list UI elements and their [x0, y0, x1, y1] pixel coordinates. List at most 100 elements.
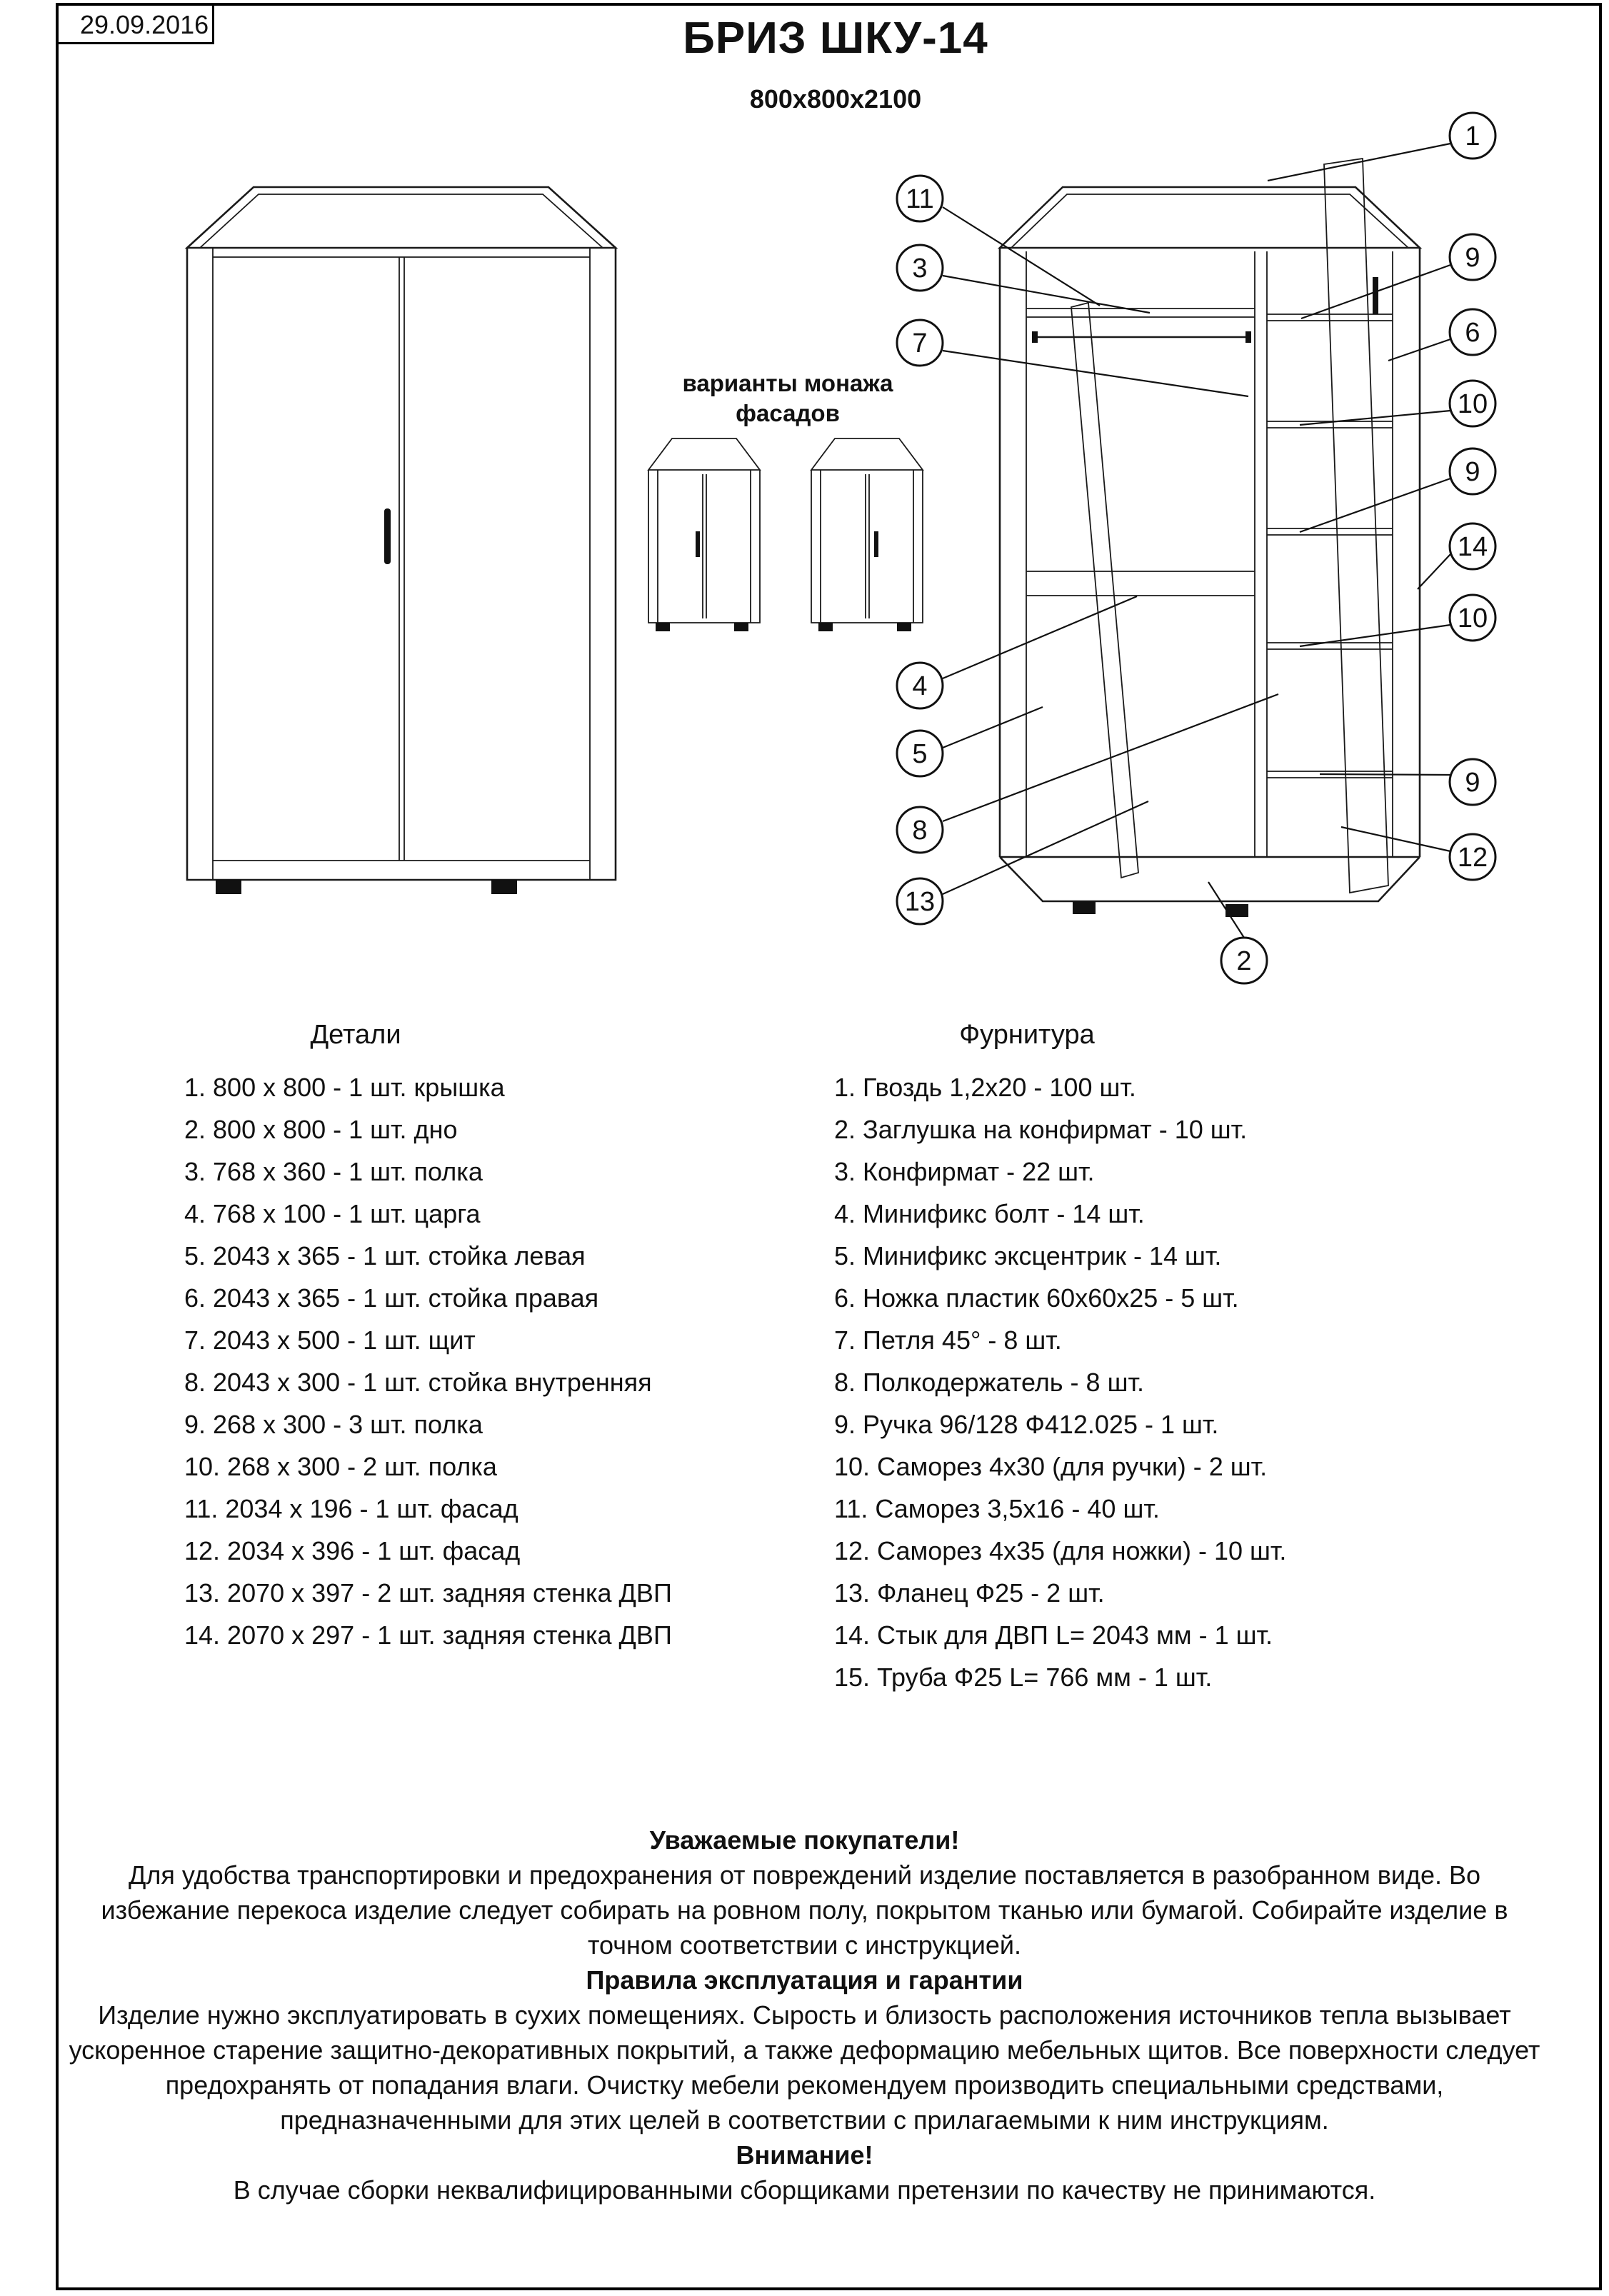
closed-wardrobe-drawing: [184, 186, 618, 894]
part-item: 5. 2043 х 365 - 1 шт. стойка левая: [184, 1241, 586, 1270]
door-handle: [384, 508, 391, 564]
hardware-item: 7. Петля 45° - 8 шт.: [834, 1325, 1062, 1355]
middle-rail: [1026, 571, 1255, 596]
variant-a-handle: [696, 531, 700, 557]
callout-12: 12: [1340, 826, 1497, 881]
foot: [216, 880, 241, 894]
callout-3: 3: [896, 244, 1151, 314]
hardware-item: 12. Саморез 4х35 (для ножки) - 10 шт.: [834, 1536, 1287, 1565]
hardware-item: 8. Полкодержатель - 8 шт.: [834, 1368, 1144, 1397]
dimensions-subtitle: 800х800х2100: [749, 84, 922, 114]
svg-text:5: 5: [912, 739, 927, 769]
hardware-item: 14. Стык для ДВП L= 2043 мм - 1 шт.: [834, 1620, 1273, 1650]
callout-8: 8: [896, 693, 1279, 854]
callout-9b: 9: [1299, 447, 1497, 533]
hardware-item: 11. Саморез 3,5х16 - 40 шт.: [834, 1494, 1160, 1523]
part-item: 7. 2043 х 500 - 1 шт. щит: [184, 1325, 476, 1355]
hardware-item: 6. Ножка пластик 60х60х25 - 5 шт.: [834, 1283, 1239, 1313]
svg-text:12: 12: [1458, 843, 1488, 873]
part-item: 12. 2034 х 396 - 1 шт. фасад: [184, 1536, 521, 1565]
facade-mount-variants: варианты монажа фасадов: [647, 370, 924, 631]
svg-text:14: 14: [1458, 532, 1488, 562]
hardware-item: 2. Заглушка на конфирмат - 10 шт.: [834, 1115, 1248, 1144]
svg-text:6: 6: [1465, 318, 1480, 348]
part-item: 1. 800 х 800 - 1 шт. крышка: [184, 1073, 505, 1102]
internal-divider: [1254, 251, 1268, 857]
hardware-item: 4. Минификс болт - 14 шт.: [834, 1199, 1145, 1228]
parts-title: Детали: [310, 1020, 401, 1050]
notes-paragraph-attention: В случае сборки неквалифицированными сбо…: [233, 2175, 1376, 2205]
callout-10b: 10: [1299, 593, 1497, 648]
svg-text:10: 10: [1458, 389, 1488, 419]
customer-notes: Уважаемые покупатели! Для удобства транс…: [68, 1823, 1541, 2207]
callout-7: 7: [896, 319, 1249, 398]
date-box: [59, 6, 214, 44]
hardware-item: 10. Саморез 4х30 (для ручки) - 2 шт.: [834, 1452, 1268, 1481]
part-item: 8. 2043 х 300 - 1 шт. стойка внутренняя: [184, 1368, 652, 1397]
foot: [1225, 904, 1248, 917]
callout-1: 1: [1267, 111, 1497, 182]
callout-2: 2: [1208, 881, 1268, 985]
hardware-item: 3. Конфирмат - 22 шт.: [834, 1157, 1095, 1186]
foot: [1073, 901, 1096, 914]
variants-label-line2: фасадов: [736, 400, 840, 426]
assembly-diagrams: варианты монажа фасадов: [184, 111, 1497, 985]
part-item: 13. 2070 х 397 - 2 шт. задняя стенка ДВП: [184, 1578, 672, 1608]
svg-text:13: 13: [905, 887, 935, 917]
notes-paragraph-transport: Для удобства транспортировки и предохран…: [101, 1860, 1508, 1960]
svg-text:9: 9: [1465, 457, 1480, 487]
notes-heading-customers: Уважаемые покупатели!: [649, 1825, 960, 1855]
document-date: 29.09.2016: [80, 10, 209, 39]
callout-4: 4: [896, 595, 1138, 710]
svg-text:2: 2: [1236, 946, 1251, 976]
svg-text:10: 10: [1458, 603, 1488, 633]
callout-11: 11: [896, 174, 1101, 306]
svg-text:1: 1: [1465, 121, 1480, 151]
callout-13: 13: [896, 800, 1149, 926]
svg-text:8: 8: [912, 816, 927, 846]
part-item: 3. 768 х 360 - 1 шт. полка: [184, 1157, 483, 1186]
page-title: БРИЗ ШКУ-14: [683, 14, 988, 63]
svg-text:7: 7: [912, 329, 927, 359]
top-shelf-and-rod: [1026, 308, 1255, 343]
hardware-item: 15. Труба Ф25 L= 766 мм - 1 шт.: [834, 1663, 1213, 1692]
facade-handle: [1373, 277, 1378, 314]
callout-9c: 9: [1319, 758, 1497, 806]
hardware-item: 1. Гвоздь 1,2х20 - 100 шт.: [834, 1073, 1136, 1102]
variant-b-handle: [874, 531, 878, 557]
svg-text:9: 9: [1465, 243, 1480, 273]
notes-heading-rules: Правила эксплуатация и гарантии: [586, 1965, 1023, 1995]
callouts: 1 11 3 7 9: [896, 111, 1497, 985]
svg-text:4: 4: [912, 671, 927, 701]
callout-6: 6: [1388, 308, 1497, 362]
part-item: 4. 768 х 100 - 1 шт. царга: [184, 1199, 481, 1228]
foot: [491, 880, 517, 894]
hardware-list: Фурнитура 1. Гвоздь 1,2х20 - 100 шт. 2. …: [834, 1020, 1491, 1698]
hardware-item: 5. Минификс эксцентрик - 14 шт.: [834, 1241, 1222, 1270]
hardware-title: Фурнитура: [959, 1020, 1095, 1050]
svg-text:9: 9: [1465, 768, 1480, 798]
right-section-shelves: [1267, 314, 1393, 778]
callout-10a: 10: [1299, 379, 1497, 428]
variant-b-drawing: [810, 438, 924, 631]
part-item: 9. 268 х 300 - 3 шт. полка: [184, 1410, 483, 1439]
variants-label-line1: варианты монажа: [682, 370, 893, 396]
callout-5: 5: [896, 706, 1043, 778]
parts-list: Детали 1. 800 х 800 - 1 шт. крышка 2. 80…: [184, 1020, 798, 1656]
page-border-frame: [56, 3, 1602, 2290]
notes-paragraph-rules: Изделие нужно эксплуатировать в сухих по…: [69, 2000, 1540, 2135]
notes-heading-attention: Внимание!: [736, 2140, 873, 2170]
open-narrow-facade: [1071, 301, 1139, 879]
svg-text:11: 11: [906, 184, 933, 214]
part-item: 2. 800 х 800 - 1 шт. дно: [184, 1115, 458, 1144]
hardware-item: 9. Ручка 96/128 Ф412.025 - 1 шт.: [834, 1410, 1219, 1439]
callout-9a: 9: [1300, 233, 1497, 320]
variant-a-drawing: [647, 438, 761, 631]
open-wide-facade: [1323, 157, 1389, 894]
callout-14: 14: [1417, 522, 1497, 590]
part-item: 10. 268 х 300 - 2 шт. полка: [184, 1452, 497, 1481]
part-item: 14. 2070 х 297 - 1 шт. задняя стенка ДВП: [184, 1620, 672, 1650]
part-item: 6. 2043 х 365 - 1 шт. стойка правая: [184, 1283, 599, 1313]
svg-text:3: 3: [912, 254, 927, 284]
